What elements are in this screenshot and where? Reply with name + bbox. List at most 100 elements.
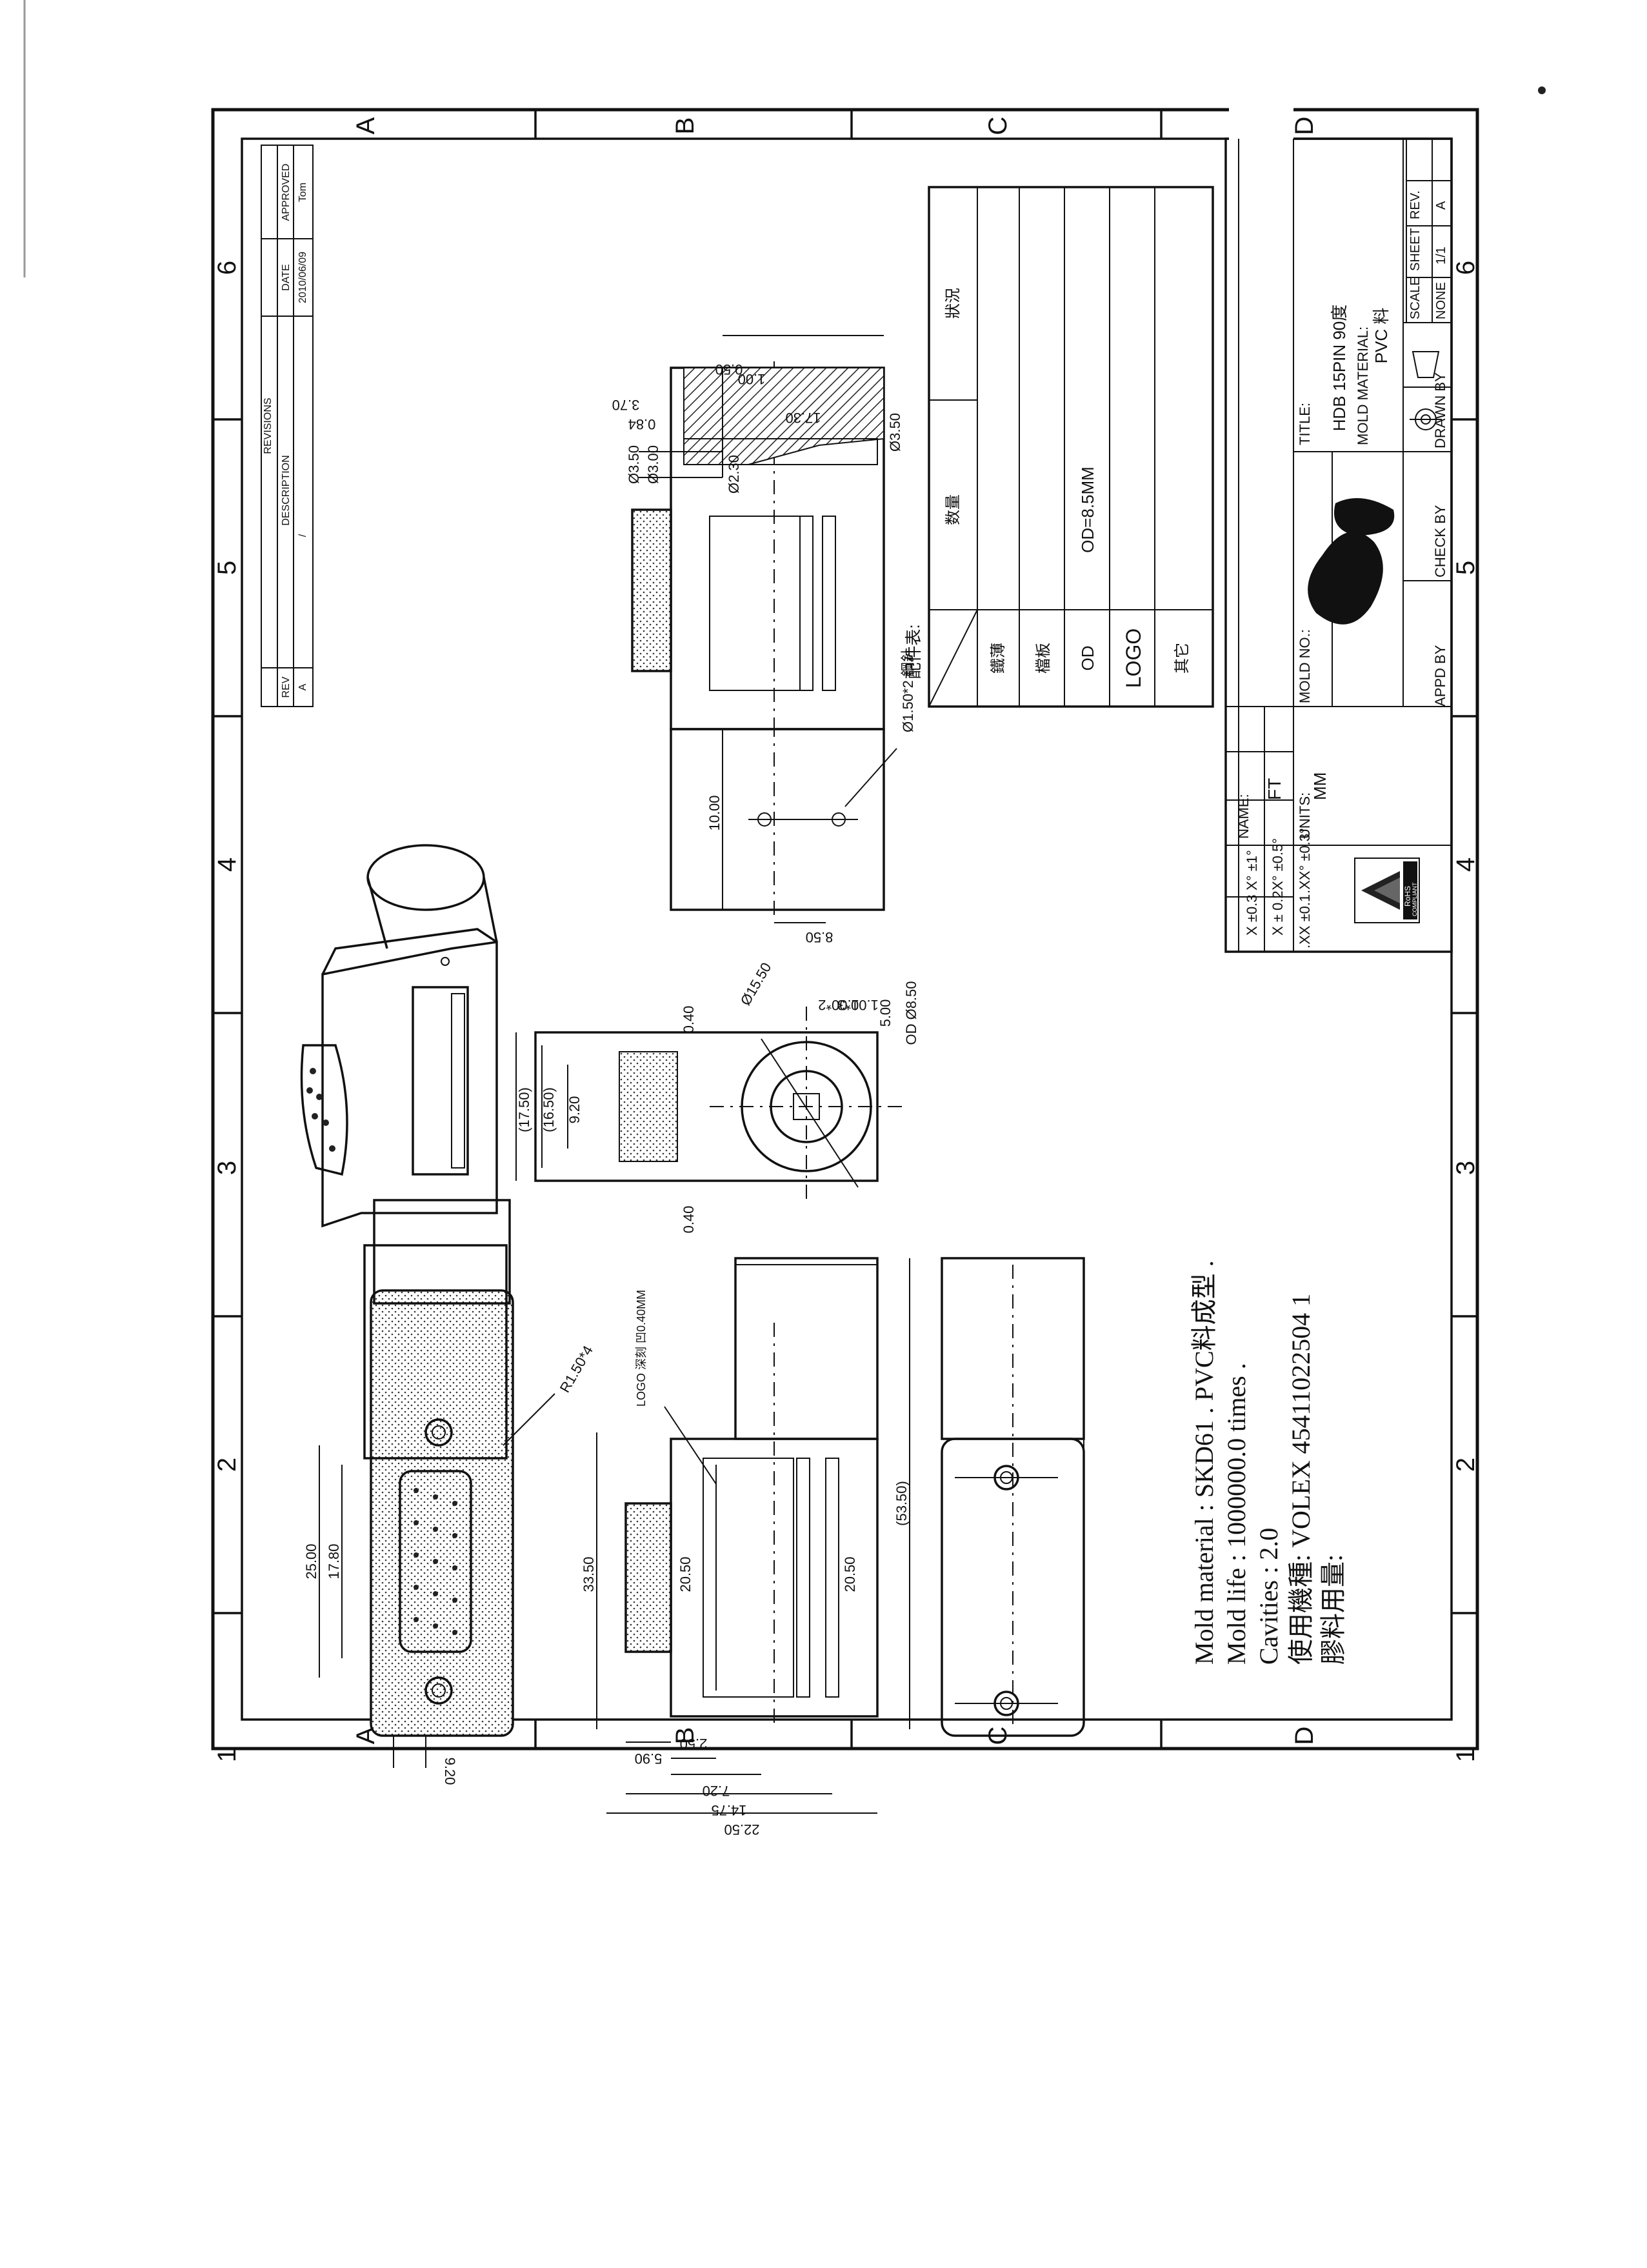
scan-speck xyxy=(1538,86,1546,94)
zone-num-right-2: 2 xyxy=(1452,1458,1480,1472)
zone-num-right-3: 3 xyxy=(1452,1161,1480,1175)
zone-ticks xyxy=(213,110,1477,1749)
projection-symbol-icon xyxy=(1410,351,1442,430)
zone-num-right-4: 4 xyxy=(1452,858,1480,872)
dim-end-17-5: (17.50) xyxy=(516,1087,532,1132)
screw-hole-top xyxy=(424,1418,453,1447)
dim-sect-3-5-b: Ø3.50 xyxy=(887,413,903,452)
zone-num-left-3: 3 xyxy=(213,1161,241,1175)
mold-material-label: MOLD MATERIAL: xyxy=(1355,326,1371,445)
dim-end-9-2: 9.20 xyxy=(566,1096,583,1124)
dim-side-20-5-b: 20.50 xyxy=(842,1556,858,1592)
rev-col-rev: REV xyxy=(281,676,292,697)
rev-label: REV. xyxy=(1408,190,1422,219)
dim-front-25: 25.00 xyxy=(303,1543,319,1579)
name-value: FT xyxy=(1264,778,1284,800)
dim-side-logo-note: LOGO 深刻 凹0.40MM xyxy=(635,1290,648,1407)
dim-sect-0-84: 0.84 xyxy=(628,416,656,432)
dim-end-16-5: (16.50) xyxy=(541,1087,557,1132)
dim-end-0-4-a: 0.40 xyxy=(681,1006,697,1034)
revisions-header: REVISIONS xyxy=(263,397,274,454)
front-overmold xyxy=(370,1289,514,1737)
tol-2: X° ±1° xyxy=(1244,850,1260,890)
dim-side-5-9: 5.90 xyxy=(635,1751,663,1767)
units-value: MM xyxy=(1310,772,1330,800)
front-cable-stub xyxy=(373,1199,511,1305)
dim-sect-17-3: 17.30 xyxy=(785,410,821,426)
zone-num-left-1: 1 xyxy=(213,1748,241,1762)
tol-1: X ±0.3 xyxy=(1244,895,1260,936)
drawn-by-label: DRAWN BY xyxy=(1432,372,1448,448)
dim-sect-3-5-a: Ø3.50 xyxy=(626,445,642,484)
note-line-2: Mold life : 1000000.0 times . xyxy=(1222,1363,1251,1665)
zone-label-bottom-b: B xyxy=(671,1727,699,1745)
zone-label-top-b: B xyxy=(671,117,699,135)
svg-text:COMPLIANT: COMPLIANT xyxy=(1412,882,1418,916)
zone-num-left-2: 2 xyxy=(213,1458,241,1472)
redaction-blot xyxy=(1308,498,1395,625)
dim-front-17-8: 17.80 xyxy=(326,1543,342,1579)
dim-end-1-00x2: 1.00*2 xyxy=(818,997,859,1013)
dim-end-5-00: 5.00 xyxy=(877,999,893,1027)
zone-label-bottom-d: D xyxy=(1290,1727,1319,1745)
dim-sect-3-0: Ø3.00 xyxy=(645,445,661,484)
zone-num-right-5: 5 xyxy=(1452,561,1480,575)
mold-no-label: MOLD NO.: xyxy=(1297,629,1313,703)
rohs-logo: RoHS COMPLIANT xyxy=(1354,858,1420,923)
note-line-5: 膠料用量: xyxy=(1319,1554,1348,1665)
zone-num-right-6: 6 xyxy=(1452,261,1480,275)
parts-item-1: 鐵薄 xyxy=(990,643,1007,674)
dim-end-0-4-b: 0.40 xyxy=(681,1206,697,1234)
dim-front-9-2: 9.20 xyxy=(442,1758,458,1785)
appd-by-label: APPD BY xyxy=(1432,645,1448,707)
tol-6: .XX° ±0.3° xyxy=(1297,828,1313,894)
title-value: HDB 15PIN 90度 xyxy=(1330,305,1349,432)
dim-top-8-5: 8.50 xyxy=(806,929,833,945)
dsub-pins xyxy=(414,1488,457,1635)
dim-sect-1-0: 1.00 xyxy=(738,371,766,387)
zone-num-left-5: 5 xyxy=(213,561,241,575)
isometric-view xyxy=(300,844,498,1228)
scale-label: SCALE xyxy=(1408,277,1422,319)
front-shell xyxy=(363,1244,508,1460)
dim-top-10: 10.00 xyxy=(706,795,723,830)
note-line-1: Mold material : SKD61 . PVC料成型 . xyxy=(1190,1260,1219,1665)
sheet-label: SHEET xyxy=(1408,228,1422,271)
screw-hole-bottom xyxy=(424,1676,453,1705)
rev-col-description: DESCRIPTION xyxy=(281,455,292,525)
dim-front-radius: R1.50*4 xyxy=(557,1343,596,1395)
rev-value: A xyxy=(1434,201,1448,210)
name-label: NAME: xyxy=(1235,794,1252,839)
dim-side-33-5: 33.50 xyxy=(581,1556,597,1592)
notes: Mold material : SKD61 . PVC料成型 . Mold li… xyxy=(1190,1260,1348,1665)
top-view: 10.00 8.50 Ø1.50*2 鋼針 Ø3.50 Ø3.00 Ø2.30 … xyxy=(612,335,916,945)
rev-value-rev: A xyxy=(297,683,308,690)
parts-header-qty: 数量 xyxy=(944,494,962,525)
parts-item-3: OD xyxy=(1078,646,1097,671)
zone-num-left-6: 6 xyxy=(213,261,241,275)
revisions-table: REVISIONS REV DESCRIPTION DATE APPROVED … xyxy=(261,145,314,707)
dim-end-1-00x3: 1.00*3 xyxy=(837,997,879,1013)
check-by-label: CHECK BY xyxy=(1432,505,1448,577)
rev-col-date: DATE xyxy=(281,264,292,290)
side-view: 33.50 20.50 20.50 (53.50) 5.90 2.50 7.20… xyxy=(581,1257,910,1838)
parts-header-status: 狀況 xyxy=(944,288,962,319)
rev-col-approved: APPROVED xyxy=(281,164,292,221)
parts-item-5: 其它 xyxy=(1173,643,1191,674)
zone-label-top-d: D xyxy=(1290,117,1319,135)
dsub-face xyxy=(399,1470,472,1653)
parts-table: 配件表: 数量 狀況 鐵薄 檔板 OD OD=8.5MM LOGO 其它 xyxy=(904,186,1214,708)
scale-value: NONE xyxy=(1434,282,1448,319)
dim-side-7-2: 7.20 xyxy=(703,1783,730,1799)
dim-sect-2-3: Ø2.30 xyxy=(726,455,742,494)
zone-label-top-c: C xyxy=(984,117,1012,135)
dim-side-20-5-a: 20.50 xyxy=(677,1556,694,1592)
dim-end-od-8-5: OD Ø8.50 xyxy=(903,981,919,1045)
dim-sect-3-7: 3.70 xyxy=(612,397,640,413)
dim-end-15-5: Ø15.50 xyxy=(737,959,775,1008)
dim-side-2-5: 2.50 xyxy=(680,1736,708,1752)
front-view: 25.00 17.80 9.20 R1.50*4 xyxy=(303,1199,596,1785)
bottom-view xyxy=(941,1257,1085,1737)
units-label: UNITS: xyxy=(1297,792,1313,839)
